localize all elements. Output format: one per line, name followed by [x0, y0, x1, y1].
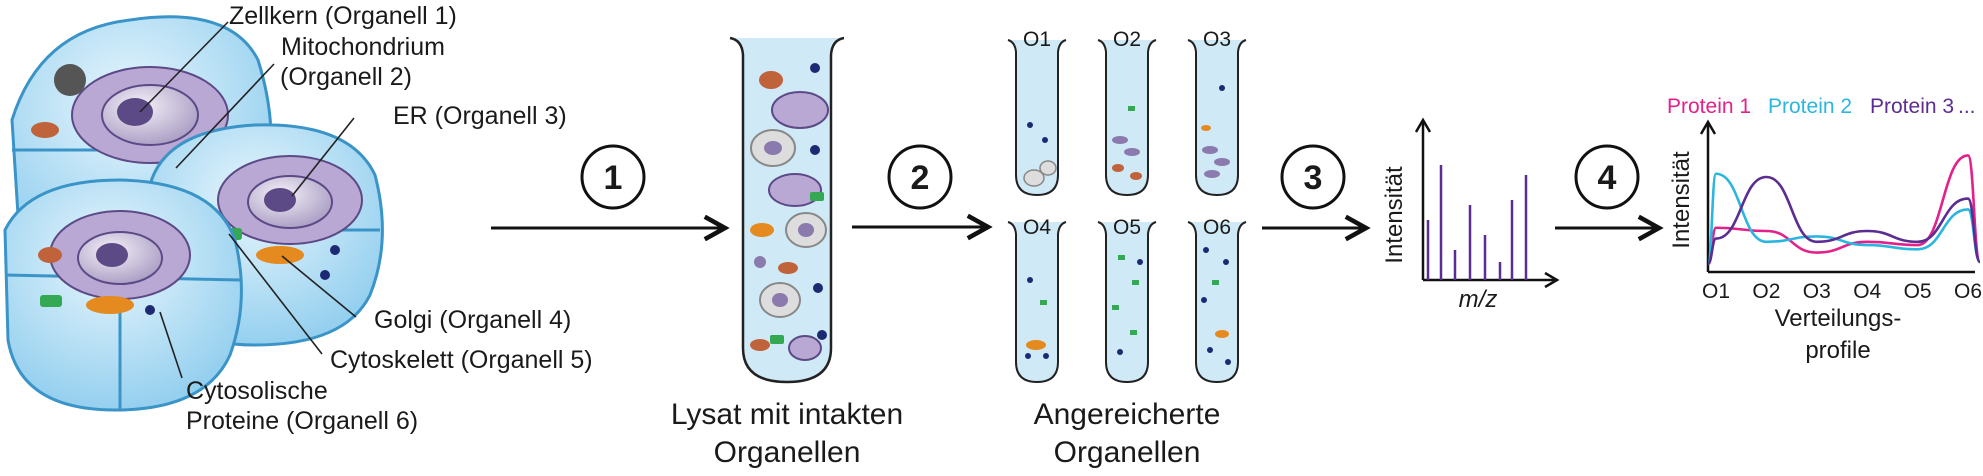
step-2-number: 2	[911, 159, 930, 197]
legend-protein-3: Protein 3	[1870, 95, 1954, 118]
cell-front	[3, 178, 243, 412]
lysate-tube	[729, 36, 845, 384]
enriched-caption-line-1: Angereicherte	[1034, 398, 1221, 431]
lysate-caption-line-1: Lysat mit intakten	[671, 398, 903, 431]
profile-line-protein-2	[1706, 172, 1982, 266]
legend-ellipsis: ...	[1958, 95, 1976, 118]
ms-y-label: Intensität	[1381, 166, 1408, 264]
profile-x-label-line-2: profile	[1805, 337, 1870, 364]
step-4-circle	[1574, 144, 1640, 210]
profile-tick-o3: O3	[1803, 280, 1831, 303]
lysate-caption-line-2: Organellen	[714, 436, 861, 469]
cell-illustration	[3, 15, 384, 412]
profile-tick-o1: O1	[1702, 280, 1730, 303]
profile-series	[1706, 154, 1982, 266]
ms-peaks	[1426, 165, 1528, 280]
label-cytosolische: Cytosolische	[186, 377, 328, 405]
enriched-tubes: O1 O2 O3 O4 O5 O6	[1007, 28, 1247, 384]
tube-o4	[1007, 221, 1067, 384]
profile-x-label-line-1: Verteilungs-	[1775, 305, 1902, 332]
tube-label-o1: O1	[1023, 28, 1051, 51]
profile-tick-o2: O2	[1752, 280, 1780, 303]
profile-tick-o5: O5	[1904, 280, 1932, 303]
step-2: 2	[852, 144, 988, 227]
label-cytoskelett: Cytoskelett (Organell 5)	[330, 346, 593, 374]
label-mitochondrium: Mitochondrium	[281, 33, 445, 61]
profile-line-protein-1	[1706, 154, 1982, 266]
label-proteine-organell-6: Proteine (Organell 6)	[186, 407, 418, 435]
step-4: 4	[1555, 144, 1659, 228]
enriched-caption-line-2: Organellen	[1054, 436, 1201, 469]
profile-tick-o4: O4	[1853, 280, 1881, 303]
profile-y-label: Intensität	[1668, 151, 1695, 249]
tube-o2	[1097, 39, 1157, 197]
label-er: ER (Organell 3)	[393, 102, 567, 130]
legend-protein-2: Protein 2	[1768, 95, 1852, 118]
ms-x-label: m/z	[1459, 286, 1498, 313]
step-4-number: 4	[1598, 159, 1617, 197]
step-3-number: 3	[1304, 159, 1323, 197]
tube-o1	[1007, 39, 1067, 197]
tube-label-o4: O4	[1023, 216, 1051, 239]
tube-label-o6: O6	[1203, 216, 1231, 239]
profile-line-protein-3	[1706, 175, 1982, 266]
tube-label-o2: O2	[1113, 28, 1141, 51]
profile-tick-labels: O1 O2 O3 O4 O5 O6	[1702, 280, 1982, 303]
step-3-circle	[1280, 144, 1346, 210]
tube-label-o3: O3	[1203, 28, 1231, 51]
cell-labels: Zellkern (Organell 1) Mitochondrium (Org…	[186, 2, 593, 435]
tube-label-o5: O5	[1113, 216, 1141, 239]
label-nucleus: Zellkern (Organell 1)	[229, 2, 457, 30]
leader-lines	[139, 21, 357, 379]
tube-o5	[1097, 221, 1157, 384]
step-2-circle	[887, 144, 953, 210]
profile-legend: Protein 1 Protein 2 Protein 3...	[1667, 95, 1976, 118]
legend-protein-1: Protein 1	[1667, 95, 1751, 118]
mass-spectrum: Intensität m/z	[1381, 117, 1560, 313]
step-1-circle	[580, 144, 646, 210]
tube-o3	[1187, 39, 1247, 197]
tube-o6	[1187, 221, 1247, 384]
profile-tick-o6: O6	[1954, 280, 1982, 303]
step-3: 3	[1262, 144, 1366, 228]
step-1-number: 1	[604, 159, 623, 197]
label-organell-2: (Organell 2)	[280, 63, 412, 91]
step-1: 1	[491, 144, 725, 228]
label-golgi: Golgi (Organell 4)	[374, 306, 571, 334]
